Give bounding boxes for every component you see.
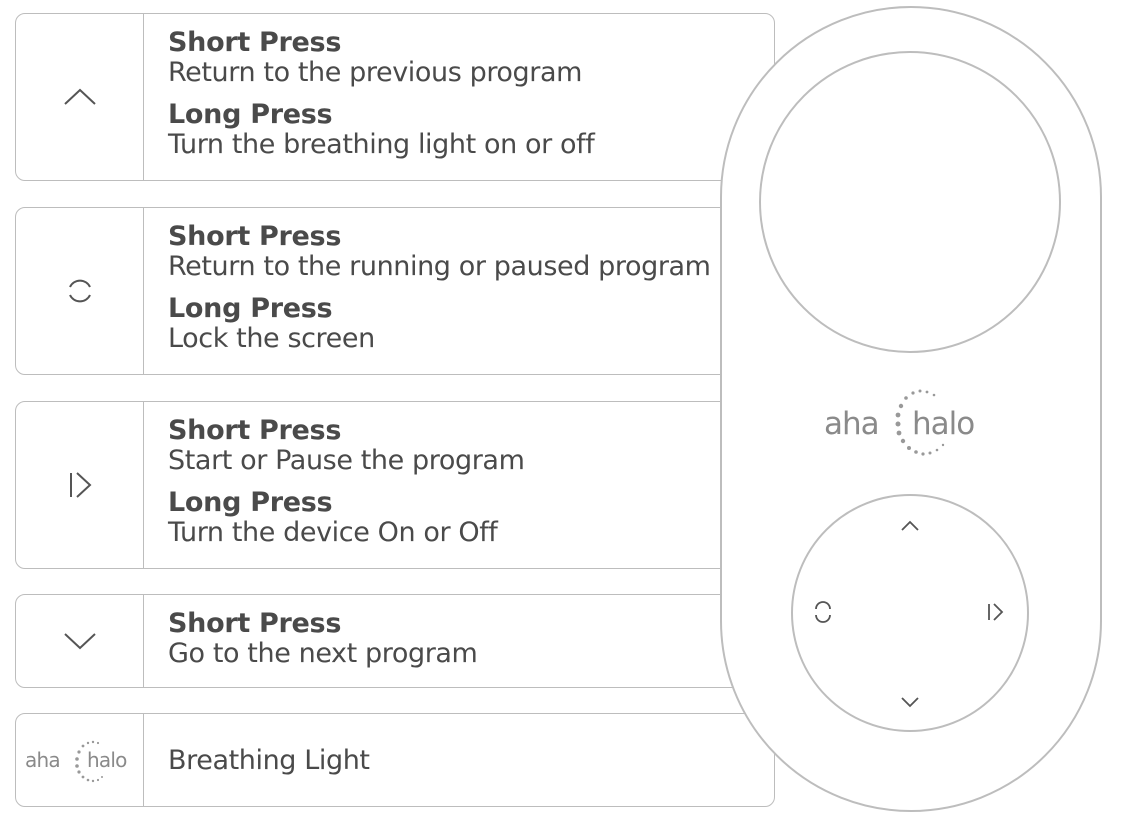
dpad-ring[interactable] [791,494,1029,732]
short-press-label: Short Press [168,415,342,446]
remote-screen [759,51,1061,353]
play-pause-icon [69,472,91,498]
dpad-home-icon[interactable] [815,601,831,623]
row-up: Short Press Return to the previous progr… [15,13,775,181]
long-press-text: Lock the screen [168,323,375,354]
short-press-text: Return to the running or paused program [168,251,711,282]
icon-cell: aha halo [16,714,144,806]
short-press-label: Short Press [168,608,342,639]
short-press-label: Short Press [168,221,342,252]
remote-device: aha halo [720,6,1102,812]
long-press-label: Long Press [168,293,333,324]
icon-cell [16,208,144,374]
logo-right-text: halo [912,406,974,442]
row-text: Short Press Start or Pause the program L… [168,416,764,548]
long-press-text: Turn the device On or Off [168,517,498,548]
home-circle-icon [68,279,91,303]
logo-right-text: halo [87,748,127,772]
row-text: Short Press Return to the previous progr… [168,28,764,160]
short-press-label: Short Press [168,27,342,58]
dpad-down-icon[interactable] [901,697,919,708]
row-play-pause: Short Press Start or Pause the program L… [15,401,775,569]
breathing-light-label: Breathing Light [168,744,370,776]
logo-left-text: aha [824,406,879,442]
dpad-up-icon[interactable] [901,520,919,531]
logo-left-text: aha [25,748,60,772]
aha-halo-logo: aha halo [824,389,975,456]
icon-cell [16,402,144,568]
short-press-text: Start or Pause the program [168,445,525,476]
dpad-play-pause-icon[interactable] [988,603,1004,621]
row-breathing-light: aha halo Breathing Light [15,713,775,807]
icon-cell [16,595,144,687]
aha-halo-logo-icon: aha halo [25,740,127,783]
row-text: Short Press Go to the next program [168,609,764,669]
chevron-down-icon [63,633,96,650]
chevron-up-icon [63,88,96,105]
long-press-label: Long Press [168,487,333,518]
long-press-text: Turn the breathing light on or off [168,129,595,160]
icon-cell [16,14,144,180]
row-home: Short Press Return to the running or pau… [15,207,775,375]
row-text: Short Press Return to the running or pau… [168,222,764,354]
row-down: Short Press Go to the next program [15,594,775,688]
short-press-text: Return to the previous program [168,57,583,88]
long-press-label: Long Press [168,99,333,130]
short-press-text: Go to the next program [168,638,478,669]
